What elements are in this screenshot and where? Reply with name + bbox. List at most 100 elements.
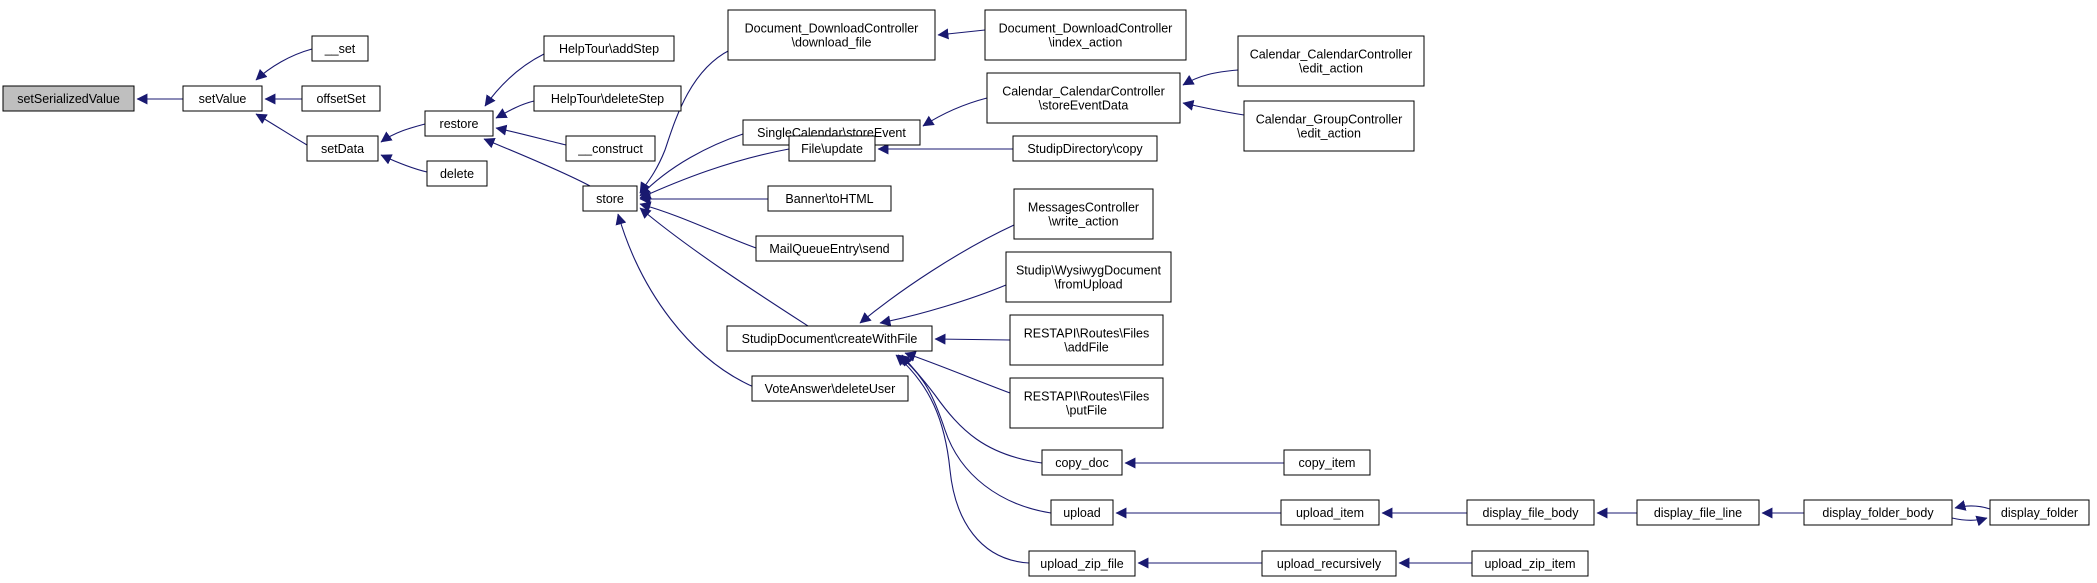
node-studipdirectory-copy[interactable]: StudipDirectory\copy <box>1012 135 1158 162</box>
node-copy-item[interactable]: copy_item <box>1283 449 1371 476</box>
node-label: __construct <box>577 142 643 156</box>
node-label: Document_DownloadController <box>999 22 1173 36</box>
node-label: \write_action <box>1048 215 1118 229</box>
node-studipdocument-createwithfile[interactable]: StudipDocument\createWithFile <box>726 325 933 352</box>
node-upload-recursively[interactable]: upload_recursively <box>1261 550 1397 577</box>
node-box <box>1466 499 1595 526</box>
node-label: StudipDirectory\copy <box>1027 142 1143 156</box>
node-box <box>1237 35 1425 87</box>
edge-calcal-storeeventdata-to-singlecalendar-storeevent <box>922 97 988 127</box>
node-calcal-edit[interactable]: Calendar_CalendarController\edit_action <box>1237 35 1425 87</box>
edge-rest-addfile-to-studipdocument-createwithfile <box>934 333 1011 345</box>
node-voteanswer-deleteuser[interactable]: VoteAnswer\deleteUser <box>751 375 909 402</box>
node-label: VoteAnswer\deleteUser <box>765 382 896 396</box>
edge-set-to-setvalue <box>255 48 313 81</box>
node-label: Studip\WysiwygDocument <box>1016 264 1162 278</box>
node-label: setValue <box>199 92 247 106</box>
node-box <box>1005 251 1172 303</box>
node-box <box>182 85 263 112</box>
node-box <box>1283 449 1371 476</box>
node-banner-tohtml[interactable]: Banner\toHTML <box>767 185 892 212</box>
node-label: upload_item <box>1296 506 1364 520</box>
node-wysiwyg-fromupload[interactable]: Studip\WysiwygDocument\fromUpload <box>1005 251 1172 303</box>
node-box <box>543 35 675 62</box>
edge-helptour-deletestep-to-restore <box>495 100 535 119</box>
node-store[interactable]: store <box>582 185 638 212</box>
node-set[interactable]: __set <box>311 35 369 62</box>
node-copy-doc[interactable]: copy_doc <box>1041 449 1123 476</box>
node-label: Calendar_CalendarController <box>1250 48 1413 62</box>
node-setdata[interactable]: setData <box>306 135 379 162</box>
edge-helptour-addstep-to-restore <box>484 53 545 107</box>
node-label: HelpTour\deleteStep <box>551 92 664 106</box>
node-display-folder-body[interactable]: display_folder_body <box>1803 499 1953 526</box>
node-label: File\update <box>801 142 863 156</box>
node-calcal-storeeventdata[interactable]: Calendar_CalendarController\storeEventDa… <box>986 72 1181 124</box>
edge-delete-to-setdata <box>380 154 428 173</box>
node-upload[interactable]: upload <box>1050 499 1114 526</box>
edge-calgroup-edit-to-calcal-storeeventdata <box>1182 99 1245 116</box>
node-box <box>1280 499 1380 526</box>
node-box <box>533 85 682 112</box>
node-label: Banner\toHTML <box>785 192 873 206</box>
edge-upload-zip-file-to-studipdocument-createwithfile <box>895 354 1030 564</box>
node-rest-putfile[interactable]: RESTAPI\Routes\Files\putFile <box>1009 377 1164 429</box>
node-label: upload_zip_file <box>1040 557 1123 571</box>
node-helptour-addstep[interactable]: HelpTour\addStep <box>543 35 675 62</box>
node-upload-item[interactable]: upload_item <box>1280 499 1380 526</box>
node-label: display_folder <box>2001 506 2078 520</box>
node-box <box>1261 550 1397 577</box>
node-label: StudipDocument\createWithFile <box>742 332 918 346</box>
node-label: upload_recursively <box>1277 557 1382 571</box>
edge-mailqueueentry-send-to-store <box>639 201 757 249</box>
node-label: Calendar_GroupController <box>1256 113 1403 127</box>
node-upload-zip-file[interactable]: upload_zip_file <box>1028 550 1136 577</box>
node-box <box>1009 377 1164 429</box>
node-box <box>986 72 1181 124</box>
node-docdl-download[interactable]: Document_DownloadController\download_fil… <box>727 9 936 61</box>
node-box <box>727 9 936 61</box>
node-box <box>1050 499 1114 526</box>
node-box <box>755 235 904 262</box>
edge-docdl-index-to-docdl-download <box>937 28 986 40</box>
node-restore[interactable]: restore <box>424 110 494 137</box>
edge-file-update-to-store <box>639 148 790 199</box>
node-delete[interactable]: delete <box>426 160 488 187</box>
node-display-folder[interactable]: display_folder <box>1989 499 2090 526</box>
node-offsetset[interactable]: offsetSet <box>301 85 381 112</box>
node-box <box>1028 550 1136 577</box>
node-docdl-index[interactable]: Document_DownloadController\index_action <box>984 9 1187 61</box>
node-label: \storeEventData <box>1039 99 1129 113</box>
node-label: restore <box>440 117 479 131</box>
node-box <box>311 35 369 62</box>
node-label: \addFile <box>1064 341 1109 355</box>
node-box <box>1471 550 1589 577</box>
node-box <box>1243 100 1415 152</box>
node-setvalue[interactable]: setValue <box>182 85 263 112</box>
edge-calcal-edit-to-calcal-storeeventdata <box>1182 69 1239 86</box>
edge-upload-to-studipdocument-createwithfile <box>897 354 1052 514</box>
edge-store-to-restore <box>483 138 591 187</box>
node-file-update[interactable]: File\update <box>788 135 876 162</box>
node-box <box>306 135 379 162</box>
node-box <box>426 160 488 187</box>
edge-messages-write-to-studipdocument-createwithfile <box>859 224 1015 324</box>
node-box <box>1041 449 1123 476</box>
node-display-file-line[interactable]: display_file_line <box>1636 499 1760 526</box>
node-label: delete <box>440 167 474 181</box>
node-mailqueueentry-send[interactable]: MailQueueEntry\send <box>755 235 904 262</box>
node-label: Calendar_CalendarController <box>1002 85 1165 99</box>
edge-rest-putfile-to-studipdocument-createwithfile <box>904 351 1011 394</box>
node-setserializedvalue[interactable]: setSerializedValue <box>2 85 135 112</box>
node-messages-write[interactable]: MessagesController\write_action <box>1013 188 1154 240</box>
node-upload-zip-item[interactable]: upload_zip_item <box>1471 550 1589 577</box>
node-rest-addfile[interactable]: RESTAPI\Routes\Files\addFile <box>1009 314 1164 366</box>
node-label: offsetSet <box>316 92 366 106</box>
node-construct[interactable]: __construct <box>565 135 656 162</box>
node-label: \putFile <box>1066 404 1107 418</box>
node-display-file-body[interactable]: display_file_body <box>1466 499 1595 526</box>
node-calgroup-edit[interactable]: Calendar_GroupController\edit_action <box>1243 100 1415 152</box>
node-helptour-deletestep[interactable]: HelpTour\deleteStep <box>533 85 682 112</box>
node-label: \fromUpload <box>1054 278 1122 292</box>
